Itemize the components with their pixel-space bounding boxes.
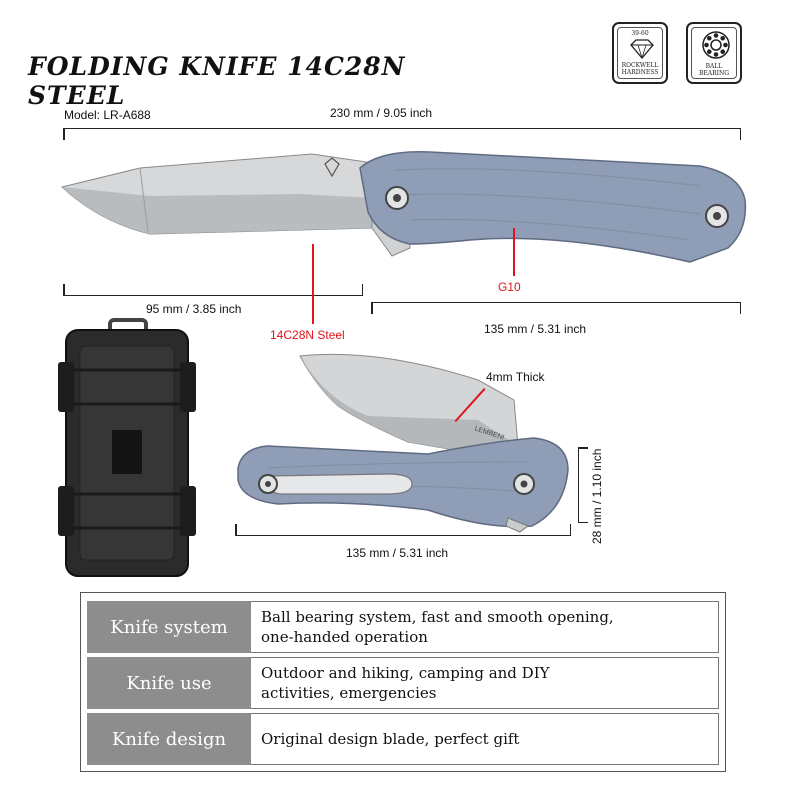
overall-length-label: 230 mm / 9.05 inch (330, 106, 433, 120)
g10-pointer-line (513, 228, 515, 276)
handle-length-label: 135 mm / 5.31 inch (484, 322, 587, 336)
storage-case-image (58, 318, 196, 577)
handle-width-dimension-line (578, 447, 588, 523)
closed-length-dimension-line (235, 524, 571, 536)
rockwell-range: 39-60 (631, 30, 649, 37)
blade-material-pointer-line (312, 244, 314, 324)
spec-value: Outdoor and hiking, camping and DIY acti… (251, 657, 719, 709)
spec-value-line: one-handed operation (261, 628, 428, 646)
spec-value: Ball bearing system, fast and smooth ope… (251, 601, 719, 653)
spec-key: Knife design (87, 713, 251, 765)
ball-bearing-icon (702, 31, 730, 59)
rockwell-line1: ROCKWELL (621, 62, 659, 69)
handle-width-label: 28 mm / 1.10 inch (590, 448, 604, 544)
model-label: Model: LR-A688 (64, 108, 151, 122)
spec-row-use: Knife use Outdoor and hiking, camping an… (87, 657, 719, 709)
blade-length-label: 95 mm / 3.85 inch (146, 302, 242, 316)
thickness-label: 4mm Thick (486, 370, 545, 384)
spec-row-system: Knife system Ball bearing system, fast a… (87, 601, 719, 653)
overall-length-dimension-line (63, 128, 741, 140)
blade-length-dimension-line (63, 284, 363, 296)
handle-material-label: G10 (498, 280, 521, 294)
side-knife-image (237, 353, 569, 533)
spec-row-design: Knife design Original design blade, perf… (87, 713, 719, 765)
closed-length-label: 135 mm / 5.31 inch (346, 546, 449, 560)
spec-value-line: Original design blade, perfect gift (261, 730, 520, 748)
open-knife-image (60, 151, 747, 263)
ball-bearing-badge: BALL BEARING (686, 22, 742, 84)
spec-key: Knife use (87, 657, 251, 709)
handle-length-dimension-line (371, 302, 741, 314)
spec-value-line: Outdoor and hiking, camping and DIY (261, 664, 550, 682)
rockwell-line2: HARDNESS (621, 69, 659, 76)
bearing-line1: BALL (705, 63, 723, 70)
diamond-icon (630, 39, 654, 59)
rockwell-hardness-badge: 39-60 ROCKWELL HARDNESS (612, 22, 668, 84)
blade-material-label: 14C28N Steel (270, 328, 345, 342)
spec-table: Knife system Ball bearing system, fast a… (80, 592, 726, 772)
spec-value-line: Ball bearing system, fast and smooth ope… (261, 608, 614, 626)
bearing-line2: BEARING (698, 70, 730, 77)
spec-key: Knife system (87, 601, 251, 653)
spec-value-line: activities, emergencies (261, 684, 437, 702)
spec-value: Original design blade, perfect gift (251, 713, 719, 765)
page-title: FOLDING KNIFE 14C28N STEEL (28, 52, 406, 110)
